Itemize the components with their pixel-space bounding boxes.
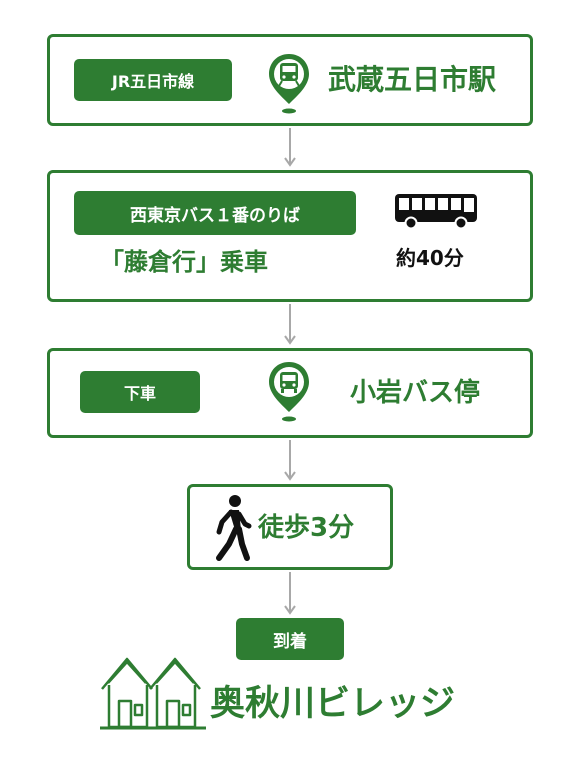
arrival-label: 到着 bbox=[236, 618, 344, 660]
line-label: JR五日市線 bbox=[74, 59, 232, 101]
train-pin-icon bbox=[267, 52, 311, 116]
arrow-down-icon bbox=[280, 304, 300, 346]
ride-duration: 約40分 bbox=[396, 246, 464, 270]
station-name: 武蔵五日市駅 bbox=[328, 63, 497, 96]
bus-stop-name: 小岩バス停 bbox=[350, 378, 481, 408]
houses-icon bbox=[99, 655, 207, 731]
bus-stop-label: 西東京バス１番のりば bbox=[74, 191, 356, 235]
bus-icon bbox=[393, 192, 481, 230]
destination-name: 奥秋川ビレッジ bbox=[210, 684, 456, 724]
get-off-label: 下車 bbox=[80, 371, 200, 413]
bus-stop-pin-icon bbox=[267, 360, 311, 424]
walking-person-icon bbox=[209, 494, 253, 562]
step-card-bus bbox=[47, 170, 533, 302]
boarding-text: 「藤倉行」乗車 bbox=[100, 248, 268, 276]
arrow-down-icon bbox=[280, 440, 300, 482]
arrow-down-icon bbox=[280, 572, 300, 616]
arrow-down-icon bbox=[280, 128, 300, 168]
walk-duration: 徒歩3分 bbox=[258, 513, 355, 543]
